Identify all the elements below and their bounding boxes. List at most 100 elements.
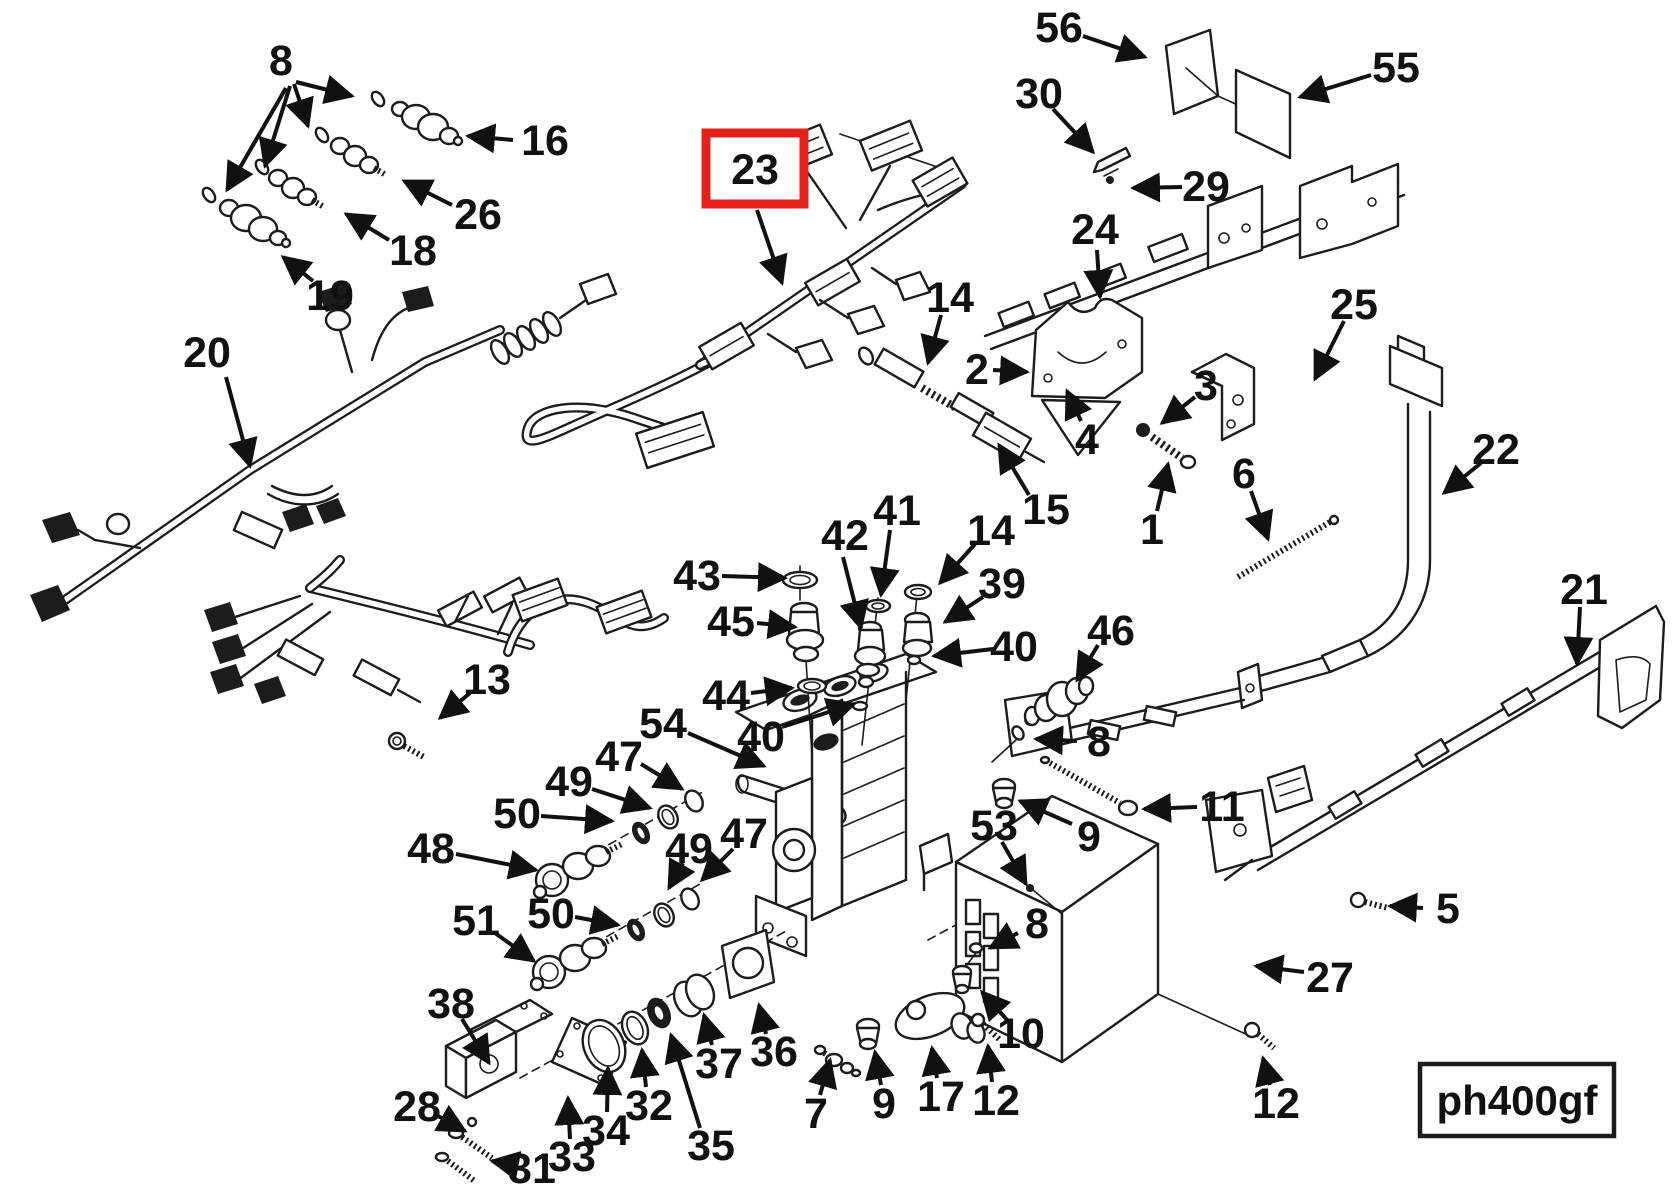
callout-36[interactable]: 36	[750, 1002, 798, 1076]
callout-1[interactable]: 1	[1140, 461, 1177, 554]
callout-5[interactable]: 5	[1387, 885, 1460, 933]
callout-12-a[interactable]: 12	[972, 1043, 1020, 1125]
leader-arrow	[540, 804, 615, 835]
screw-11	[1039, 755, 1139, 817]
callout-15[interactable]: 15	[997, 442, 1070, 534]
leader-arrow	[1244, 490, 1274, 542]
plug-9-mid	[991, 777, 1017, 810]
callout-46[interactable]: 46	[1075, 607, 1135, 683]
leader-arrow	[554, 1095, 585, 1140]
callout-14-mid[interactable]: 14	[937, 507, 1015, 586]
leader-arrow	[280, 255, 315, 286]
callout-8-top[interactable]: 8	[225, 37, 355, 193]
callout-10[interactable]: 10	[979, 989, 1045, 1058]
callout-41[interactable]: 41	[869, 487, 921, 598]
leader-arrow	[808, 1057, 838, 1096]
callout-31[interactable]: 31	[489, 1145, 556, 1193]
callout-21[interactable]: 21	[1560, 566, 1608, 667]
callout-4[interactable]: 4	[1064, 388, 1099, 464]
leader-arrow	[1141, 792, 1198, 823]
callout-6[interactable]: 6	[1232, 450, 1274, 542]
callout-3[interactable]: 3	[1159, 362, 1218, 425]
callout-27[interactable]: 27	[1253, 954, 1354, 1002]
callout-38[interactable]: 38	[427, 980, 491, 1066]
callout-25[interactable]: 25	[1313, 281, 1378, 382]
position-sensor-15	[857, 346, 1046, 464]
leader-arrow	[921, 1045, 952, 1079]
callout-label-35: 35	[687, 1122, 735, 1170]
leader-arrow	[999, 841, 1028, 887]
callout-18[interactable]: 18	[343, 212, 437, 275]
callout-49-b[interactable]: 49	[665, 825, 713, 891]
leader-arrow	[1563, 606, 1594, 667]
diagram-code-box: ph400gf	[1417, 1061, 1617, 1139]
harness-loop-lower	[503, 577, 669, 657]
callout-34[interactable]: 34	[582, 1065, 630, 1155]
callout-19[interactable]: 19	[280, 255, 354, 320]
leader-arrow	[1441, 461, 1483, 495]
leader-arrow	[295, 74, 355, 105]
callout-label-18: 18	[389, 227, 437, 275]
callout-9-mid[interactable]: 9	[1017, 798, 1101, 861]
callout-11[interactable]: 11	[1141, 783, 1245, 831]
callout-35[interactable]: 35	[664, 1032, 735, 1170]
callout-2[interactable]: 2	[965, 346, 1030, 394]
callout-40-a[interactable]: 40	[931, 623, 1038, 671]
callout-label-20: 20	[183, 329, 231, 377]
callout-label-8-mid: 8	[1087, 718, 1111, 766]
callout-29[interactable]: 29	[1130, 163, 1230, 211]
callout-47-b[interactable]: 47	[699, 810, 768, 883]
callout-48[interactable]: 48	[407, 825, 539, 880]
callout-50-b[interactable]: 50	[527, 890, 621, 938]
callout-label-9-mid: 9	[1077, 813, 1101, 861]
callout-20[interactable]: 20	[183, 329, 258, 469]
callout-37[interactable]: 37	[695, 1012, 743, 1088]
callout-label-50-b: 50	[527, 890, 575, 938]
callout-42[interactable]: 42	[821, 512, 869, 631]
callout-44[interactable]: 44	[702, 672, 795, 720]
leader-arrow	[979, 989, 1012, 1023]
callout-17[interactable]: 17	[917, 1045, 965, 1121]
callout-33[interactable]: 33	[548, 1095, 596, 1181]
callout-43[interactable]: 43	[673, 552, 788, 600]
callout-label-24: 24	[1071, 206, 1119, 254]
callout-16[interactable]: 16	[465, 117, 569, 165]
callout-30[interactable]: 30	[1015, 70, 1096, 155]
callout-23[interactable]: 23	[701, 128, 809, 286]
leader-arrow	[493, 931, 537, 963]
bolt-1	[1149, 433, 1197, 470]
callout-13[interactable]: 13	[437, 656, 511, 720]
callout-51[interactable]: 51	[452, 897, 537, 963]
callout-8-bottom[interactable]: 8	[987, 900, 1049, 950]
callout-9-bottom[interactable]: 9	[865, 1049, 896, 1128]
callout-45[interactable]: 45	[707, 598, 798, 646]
callout-40-b[interactable]: 40	[737, 697, 857, 761]
callout-55[interactable]: 55	[1297, 44, 1420, 104]
callout-7[interactable]: 7	[804, 1057, 838, 1138]
callout-26[interactable]: 26	[401, 179, 502, 239]
callout-53[interactable]: 53	[970, 802, 1028, 887]
leader-arrow	[987, 922, 1021, 950]
leader-arrow	[1083, 249, 1114, 300]
callout-39[interactable]: 39	[942, 560, 1026, 624]
callout-56[interactable]: 56	[1035, 4, 1148, 63]
decal-plate-55	[1217, 68, 1292, 160]
callout-8-mid[interactable]: 8	[1033, 718, 1111, 766]
leader-arrow	[997, 442, 1031, 497]
callout-22[interactable]: 22	[1441, 426, 1520, 495]
callout-54[interactable]: 54	[639, 700, 767, 770]
callout-49-a[interactable]: 49	[545, 758, 653, 814]
callout-label-56: 56	[1035, 4, 1083, 52]
callout-32[interactable]: 32	[625, 1047, 673, 1130]
leader-arrow	[574, 905, 621, 935]
callout-14-top[interactable]: 14	[920, 274, 974, 366]
callout-28[interactable]: 28	[393, 1083, 468, 1133]
callout-label-19: 19	[306, 272, 354, 320]
callout-12-b[interactable]: 12	[1252, 1055, 1300, 1128]
callout-47-a[interactable]: 47	[595, 733, 685, 791]
callout-24[interactable]: 24	[1071, 206, 1119, 300]
callout-label-10: 10	[997, 1010, 1045, 1058]
callout-50-a[interactable]: 50	[493, 790, 615, 838]
callout-label-34: 34	[582, 1107, 630, 1155]
